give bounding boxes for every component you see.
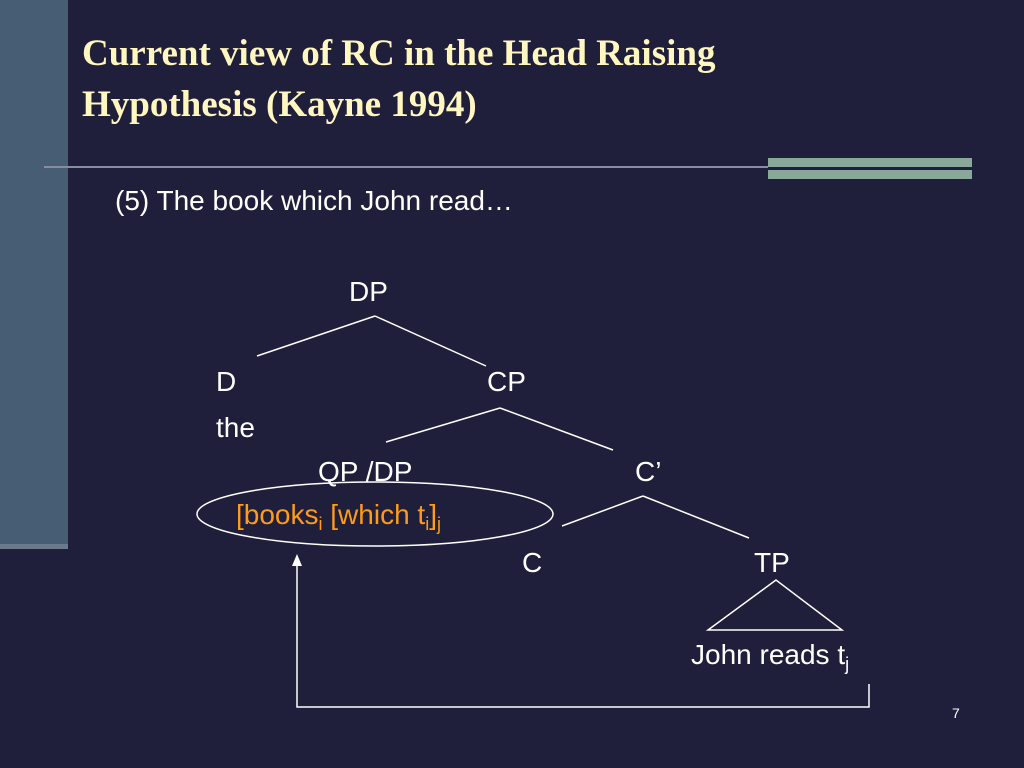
head-index-j: j: [436, 514, 441, 534]
branch-cp-cbar: [499, 407, 614, 451]
head-which: [which t: [322, 499, 426, 530]
head-index-i1: i: [318, 514, 323, 534]
branch-dp-cp: [374, 315, 487, 367]
rule-accent-bottom: [768, 170, 972, 179]
movement-arrow-line: [296, 560, 870, 708]
node-dp: DP: [349, 276, 388, 307]
example-sentence: (5) The book which John read…: [115, 185, 513, 216]
branch-cbar-c: [561, 495, 644, 527]
node-c-bar: C’: [635, 456, 662, 487]
tp-triangle: [705, 579, 845, 631]
head-circle: [196, 481, 554, 547]
head-close: ]: [429, 499, 437, 530]
branch-cp-qp: [385, 407, 501, 443]
branch-cbar-tp: [642, 495, 750, 539]
node-tp-content: John reads tj: [691, 639, 849, 675]
node-tp: TP: [754, 547, 790, 578]
page-number: 7: [952, 705, 960, 721]
side-bar-edge: [0, 544, 68, 549]
title-line-1: Current view of RC in the Head Raising: [82, 33, 716, 74]
side-bar: [0, 0, 68, 548]
node-qp-dp: QP /DP: [318, 456, 413, 487]
head-books: [books: [236, 499, 319, 530]
node-d: D: [216, 366, 237, 397]
slide-title: Current view of RC in the Head Raising H…: [82, 28, 842, 130]
title-line-2: Hypothesis (Kayne 1994): [82, 84, 477, 125]
tp-index-j: j: [845, 654, 850, 674]
node-the: the: [216, 412, 255, 443]
head-index-i2: i: [425, 514, 430, 534]
rule-accent-top: [768, 158, 972, 167]
node-cp: CP: [487, 366, 526, 397]
node-c: C: [522, 547, 543, 578]
node-head-phrase: [booksi [which ti]j: [236, 499, 441, 535]
title-rule: [44, 166, 768, 168]
tp-content-text: John reads t: [691, 639, 846, 670]
movement-arrow-head: [292, 554, 302, 566]
branch-dp-d: [256, 315, 376, 357]
